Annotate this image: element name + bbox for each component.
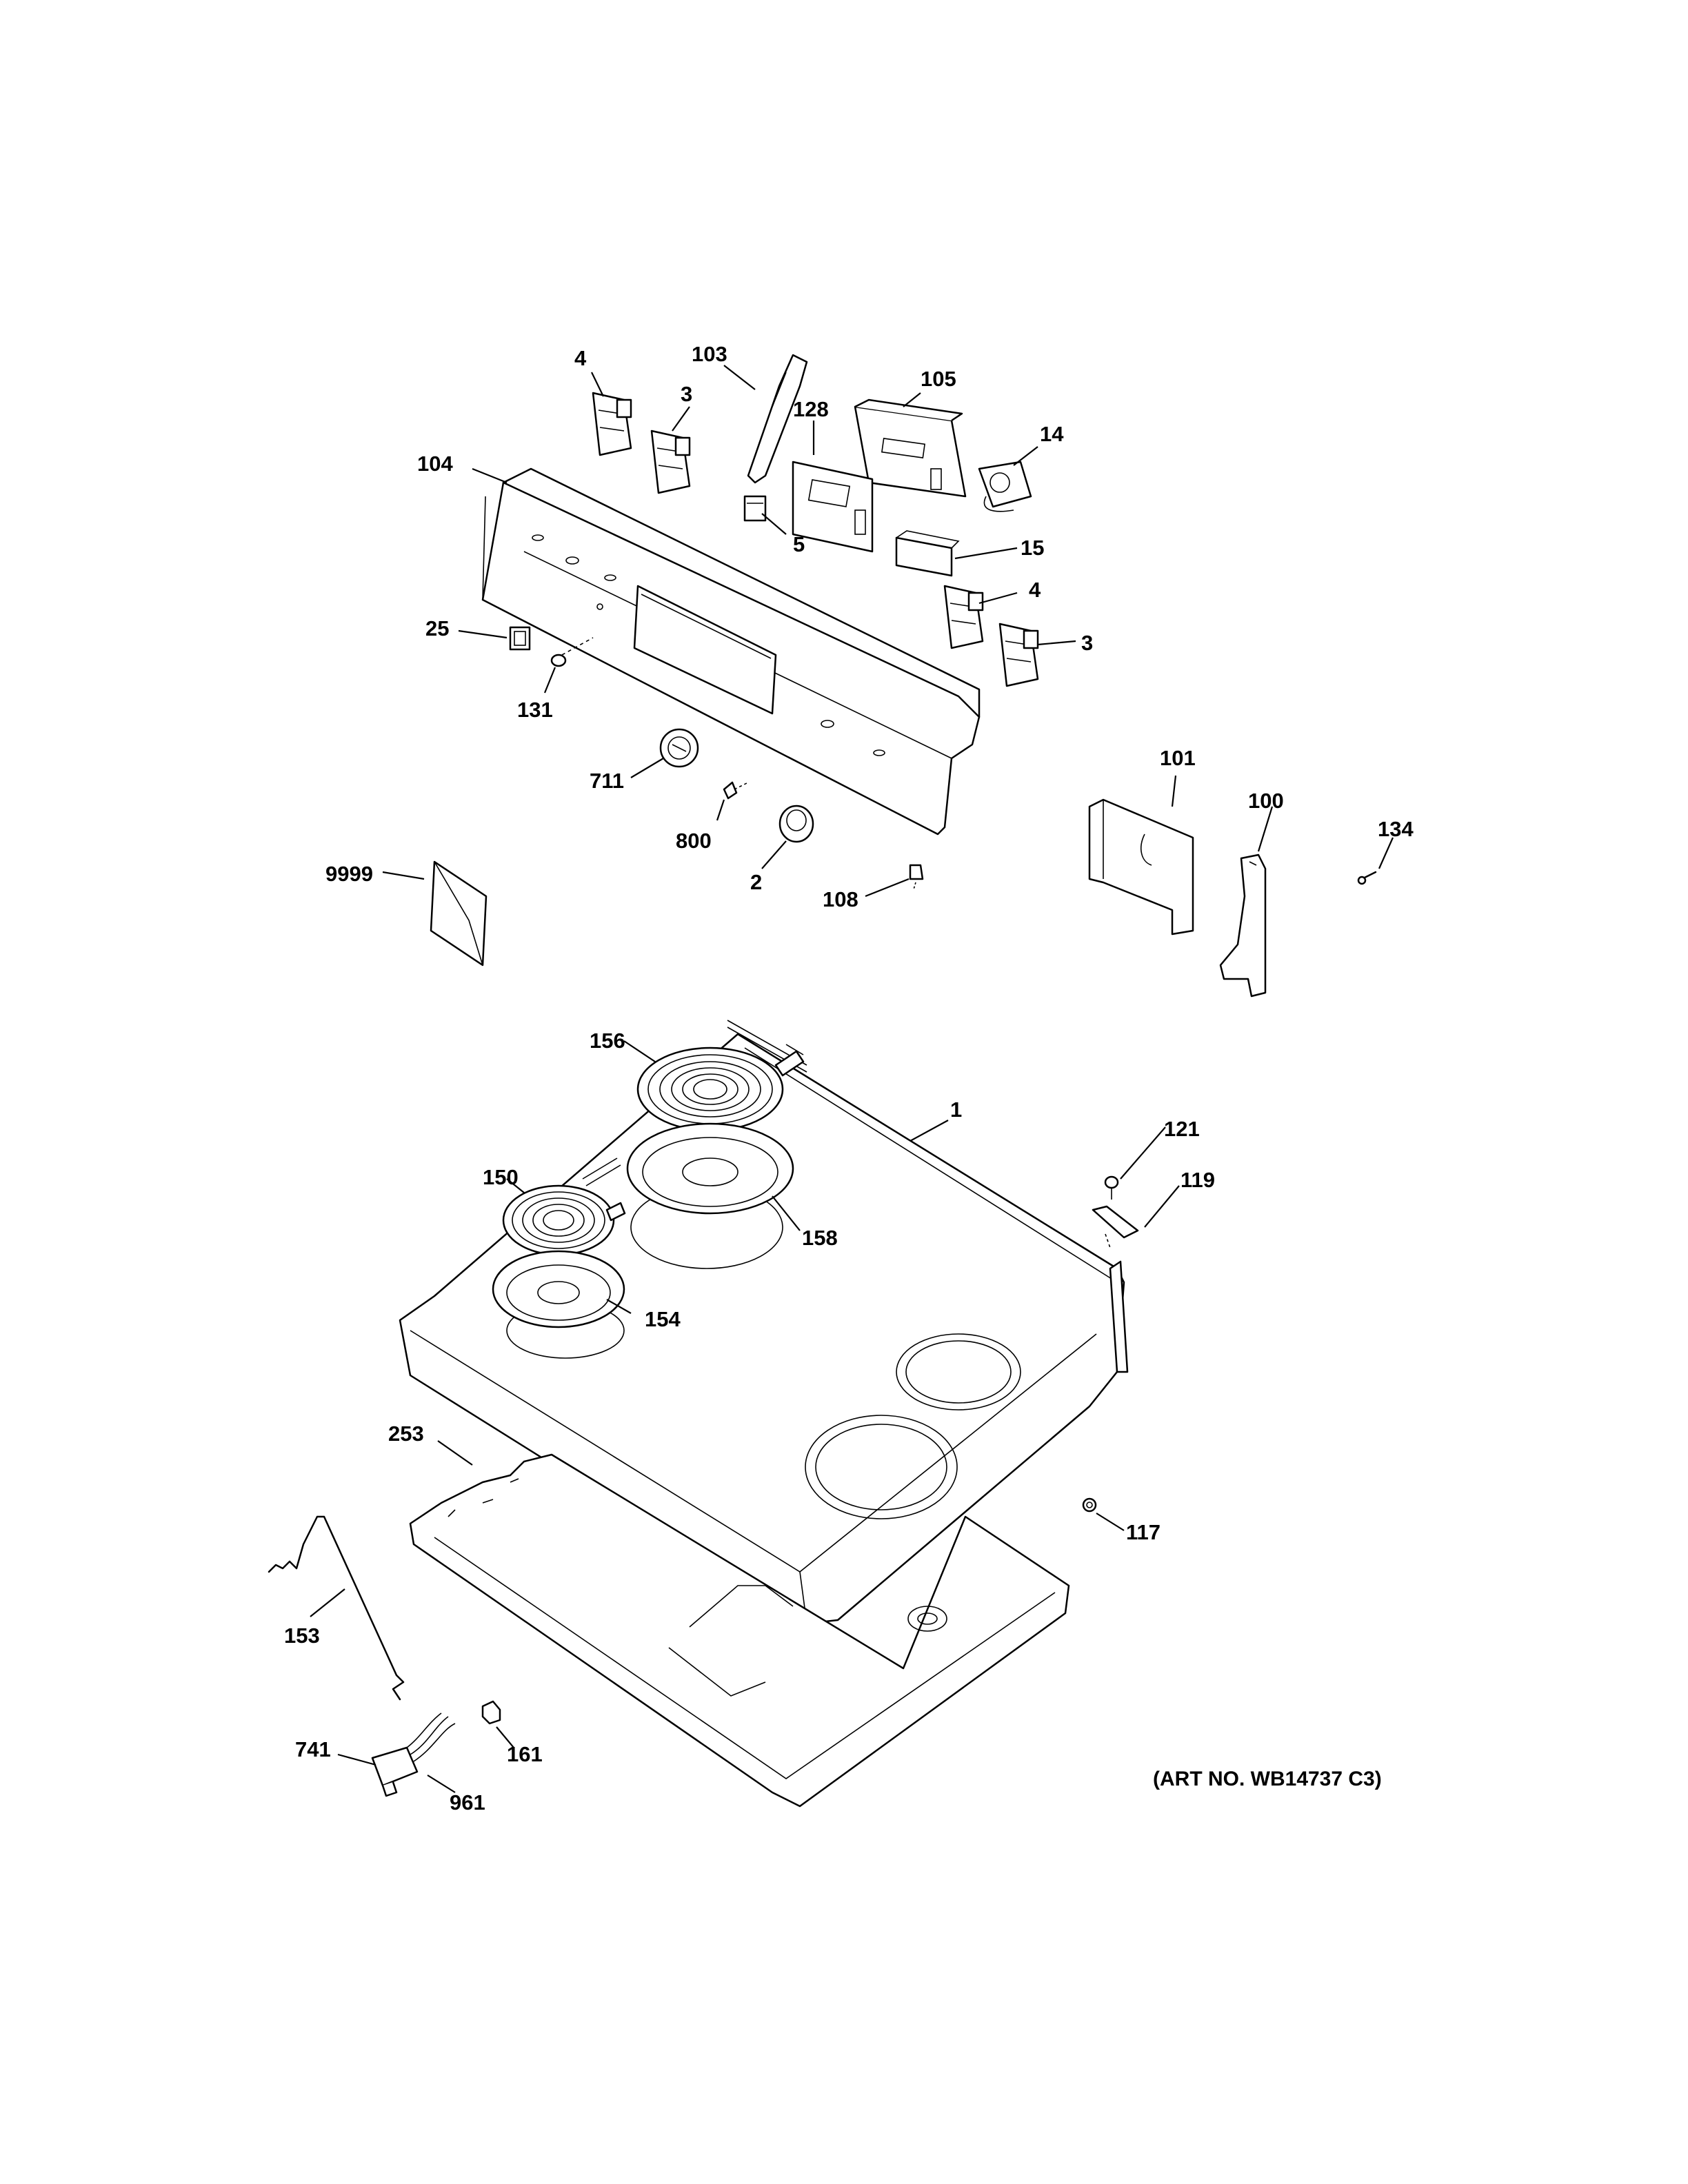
infinite-switch-3b — [998, 623, 1039, 687]
burner-box-253 — [409, 1453, 1070, 1808]
electronic-control-105 — [854, 398, 967, 498]
infinite-switch-4b — [943, 585, 984, 649]
label-3a: 3 — [681, 382, 692, 406]
label-150: 150 — [483, 1165, 519, 1189]
switch-5 — [743, 495, 767, 522]
label-14: 14 — [1040, 422, 1064, 446]
label-15: 15 — [1021, 536, 1044, 560]
label-9999: 9999 — [325, 862, 373, 886]
nut-117 — [1082, 1497, 1097, 1513]
surface-unit-150 — [502, 1157, 626, 1256]
label-800: 800 — [676, 829, 712, 853]
screw-800 — [723, 781, 749, 800]
label-3b: 3 — [1081, 631, 1093, 655]
label-253: 253 — [388, 1422, 424, 1446]
clip-108 — [909, 864, 924, 890]
part-15 — [895, 530, 960, 577]
part-161 — [481, 1700, 501, 1725]
label-961: 961 — [450, 1790, 485, 1814]
label-128: 128 — [793, 397, 829, 421]
label-158: 158 — [802, 1226, 838, 1250]
label-4b: 4 — [1029, 578, 1041, 602]
label-134: 134 — [1378, 817, 1414, 841]
label-104: 104 — [417, 452, 453, 476]
label-711: 711 — [590, 769, 624, 793]
screw-131 — [550, 637, 594, 667]
label-25: 25 — [425, 616, 449, 640]
indicator-light-25 — [509, 626, 531, 651]
label-131: 131 — [517, 698, 553, 722]
label-119: 119 — [1180, 1168, 1215, 1192]
label-117: 117 — [1126, 1520, 1160, 1544]
art-number: (ART NO. WB14737 C3) — [1153, 1768, 1382, 1790]
wire-153 — [268, 1515, 405, 1701]
oven-thermostat-14 — [978, 461, 1032, 512]
label-153: 153 — [284, 1624, 320, 1648]
label-4a: 4 — [574, 346, 587, 370]
label-105: 105 — [921, 367, 956, 391]
control-panel-backsplash — [481, 467, 981, 836]
knob-711 — [659, 728, 699, 768]
label-103: 103 — [692, 342, 727, 366]
label-101: 101 — [1160, 746, 1196, 770]
label-154: 154 — [645, 1307, 681, 1331]
knob-2 — [778, 805, 814, 843]
overlay-128 — [792, 461, 874, 553]
drip-pan-154 — [492, 1250, 625, 1328]
label-156: 156 — [590, 1029, 625, 1053]
leader-lines — [310, 365, 1394, 1793]
bracket-100 — [1219, 853, 1267, 998]
bracket-119 — [1092, 1205, 1139, 1248]
surface-unit-156 — [636, 1044, 805, 1132]
label-100: 100 — [1248, 789, 1284, 813]
label-5: 5 — [793, 532, 805, 556]
infinite-switch-4a — [592, 392, 632, 456]
terminal-block-741 — [371, 1712, 456, 1797]
bracket-103 — [747, 354, 808, 484]
part-labels: 4 3 103 105 128 14 104 5 15 4 3 25 131 7… — [284, 342, 1414, 1814]
label-1: 1 — [950, 1098, 962, 1122]
drip-pan-158 — [626, 1122, 794, 1215]
label-741: 741 — [295, 1737, 331, 1761]
bracket-101 — [1088, 798, 1194, 936]
label-161: 161 — [507, 1742, 543, 1766]
screw-134 — [1357, 871, 1377, 885]
literature-9999 — [430, 860, 488, 967]
label-121: 121 — [1164, 1117, 1200, 1141]
label-2: 2 — [750, 870, 762, 894]
screw-121 — [1104, 1175, 1119, 1200]
infinite-switch-3a — [650, 429, 691, 494]
label-108: 108 — [823, 887, 858, 911]
